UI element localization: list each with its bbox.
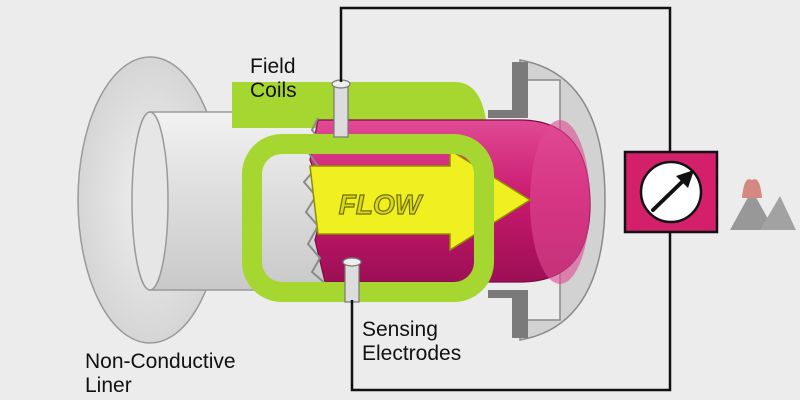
non-conductive-liner-label: Non-Conductive Liner (85, 350, 236, 398)
sensing-electrodes-label-line1: Sensing (362, 318, 438, 341)
back-field-coil (232, 82, 486, 128)
top-wire (339, 6, 672, 152)
gauge-needle-icon (639, 160, 703, 224)
brand-logo-icon (730, 179, 796, 230)
front-field-coil (242, 134, 494, 302)
pipe-left-face (131, 111, 169, 291)
flange-wall-bottom (488, 290, 528, 338)
liner-label-line2: Liner (85, 374, 132, 397)
sensing-electrodes-label: Sensing Electrodes (362, 318, 461, 366)
liner-label-line1: Non-Conductive (85, 350, 236, 373)
flow-tube-end (530, 120, 590, 284)
bottom-electrode (344, 261, 360, 303)
flow-text: FLOW (339, 189, 424, 220)
field-coils-label-line1: Field (250, 55, 296, 78)
sensing-electrodes-label-line2: Electrodes (362, 342, 462, 365)
bottom-wire (350, 232, 672, 392)
bottom-electrode-cap (342, 257, 362, 267)
flange-wall-top (488, 62, 528, 118)
field-coils-label: Field Coils (250, 55, 297, 103)
top-electrode (333, 81, 349, 138)
field-coils-label-line2: Coils (250, 79, 297, 102)
